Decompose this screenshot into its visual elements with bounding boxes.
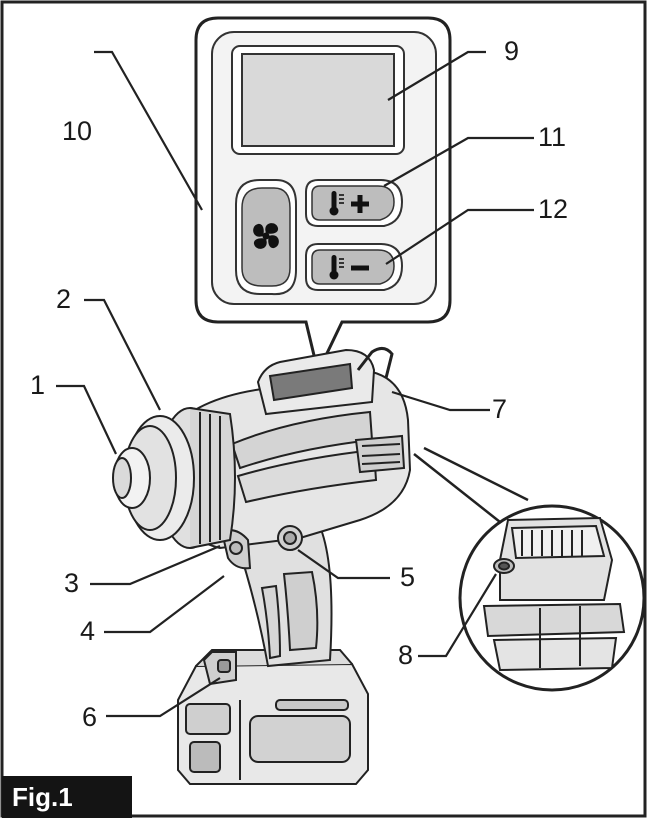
- callout-5: 5: [400, 562, 415, 592]
- thermometer-icon: [329, 255, 344, 280]
- thermometer-icon: [329, 191, 344, 216]
- callout-4: 4: [80, 616, 95, 646]
- fan-icon: [253, 223, 279, 249]
- minus-icon: [351, 265, 369, 271]
- callout-7: 7: [492, 394, 507, 424]
- lcd-display: [241, 53, 395, 147]
- callout-11: 11: [538, 122, 566, 152]
- zoom-detail: [413, 446, 646, 692]
- temperature-up-button[interactable]: [305, 179, 404, 227]
- callout-2: 2: [56, 284, 71, 314]
- control-panel-callout: [194, 16, 452, 377]
- callout-9: 9: [504, 36, 519, 66]
- callout-3: 3: [64, 568, 79, 598]
- figure-label-box: [2, 776, 132, 818]
- callout-1: 1: [30, 370, 45, 400]
- heat-gun: [112, 347, 412, 785]
- leader-lines: [56, 50, 534, 718]
- figure-label: Fig.1: [12, 782, 73, 812]
- temperature-down-button[interactable]: [305, 243, 404, 291]
- callout-10: 10: [62, 116, 92, 146]
- plus-icon: [351, 195, 369, 213]
- fan-button[interactable]: [235, 179, 297, 296]
- nozzle-assembly: [112, 407, 236, 549]
- callout-12: 12: [538, 194, 568, 224]
- battery-pack: [177, 649, 369, 785]
- callout-6: 6: [82, 702, 97, 732]
- callout-8: 8: [398, 640, 413, 670]
- hanger-loop: [356, 347, 394, 379]
- top-display-window: [268, 362, 354, 402]
- callout-labels: 10 9 11 12 2 1 7 3 5 4 8 6: [30, 36, 568, 732]
